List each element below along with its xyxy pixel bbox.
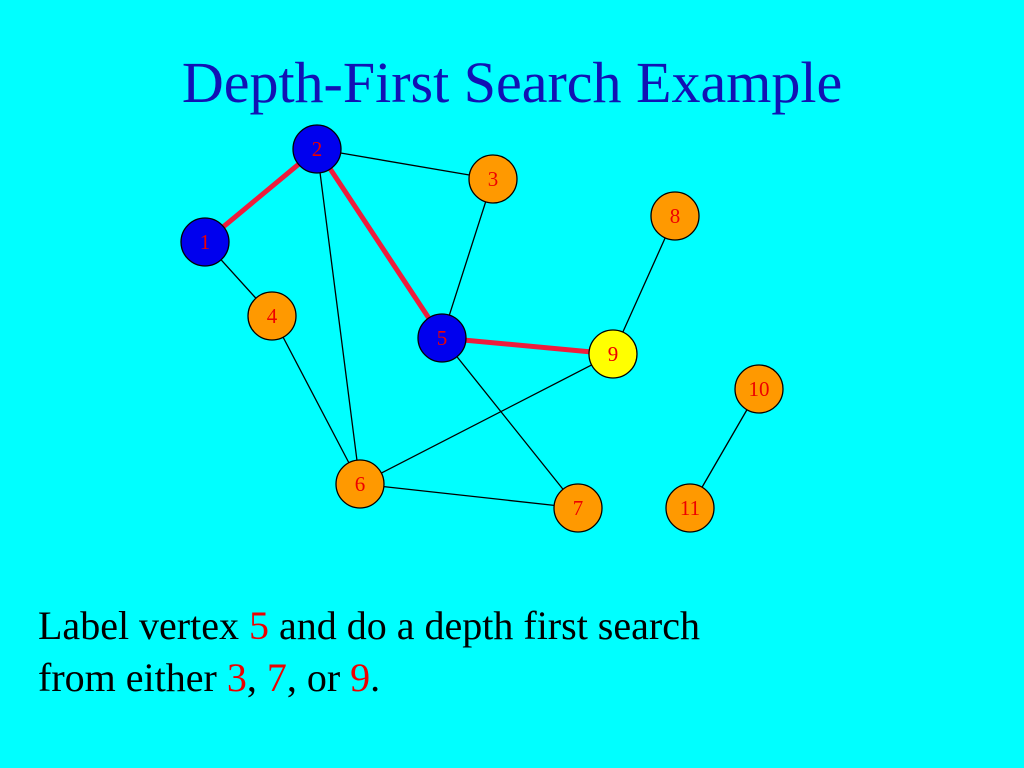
vertex-1: 1	[180, 217, 230, 267]
vertex-circle	[335, 459, 385, 509]
caption-text: Label vertex	[38, 603, 249, 648]
edge-6-9	[380, 364, 593, 474]
vertex-circle	[588, 329, 638, 379]
edge-3-5	[448, 201, 487, 316]
caption-vertex-3: 3	[226, 655, 247, 700]
vertex-2: 2	[292, 124, 342, 174]
vertex-circle	[247, 291, 297, 341]
vertex-circle	[292, 124, 342, 174]
caption-line-2: from either 3, 7, or 9.	[38, 652, 700, 704]
caption-text: and do a depth first search	[269, 603, 700, 648]
vertex-label: 5	[437, 326, 448, 350]
edge-1-4	[220, 259, 257, 299]
caption: Label vertex 5 and do a depth first sear…	[38, 600, 700, 704]
caption-text: ,	[246, 655, 267, 700]
vertex-label: 9	[608, 342, 619, 366]
vertex-5: 5	[417, 313, 467, 363]
vertex-10: 10	[734, 364, 784, 414]
slide-title: Depth-First Search Example	[181, 50, 843, 115]
edge-1-2	[220, 161, 302, 230]
caption-text: .	[370, 655, 381, 700]
edge-2-6	[319, 172, 358, 461]
edge-8-9	[622, 237, 666, 333]
vertex-circle	[734, 364, 784, 414]
vertex-label: 10	[749, 377, 770, 401]
vertex-8: 8	[650, 191, 700, 241]
vertex-11: 11	[665, 483, 715, 533]
caption-line-1: Label vertex 5 and do a depth first sear…	[38, 600, 700, 652]
nodes-layer: 1 2 3 4 5 6 7 8 9 10 11	[180, 124, 784, 533]
edge-10-11	[701, 409, 748, 488]
vertex-circle	[417, 313, 467, 363]
vertex-7: 7	[553, 483, 603, 533]
vertex-6: 6	[335, 459, 385, 509]
vertex-3: 3	[468, 154, 518, 204]
vertex-label: 4	[267, 304, 278, 328]
vertex-circle	[650, 191, 700, 241]
vertex-label: 1	[200, 230, 211, 254]
vertex-9: 9	[588, 329, 638, 379]
vertex-label: 8	[670, 204, 681, 228]
edges-layer	[220, 152, 748, 507]
vertex-label: 6	[355, 472, 366, 496]
vertex-label: 2	[312, 137, 323, 161]
vertex-label: 11	[680, 496, 700, 520]
vertex-circle	[553, 483, 603, 533]
caption-vertex-5: 5	[249, 603, 269, 648]
edge-5-9	[463, 337, 592, 355]
caption-vertex-7: 7	[266, 655, 287, 700]
edge-4-6	[282, 336, 350, 464]
edge-6-7	[383, 485, 555, 507]
vertex-label: 3	[488, 167, 499, 191]
caption-vertex-9: 9	[350, 655, 371, 700]
edge-5-7	[456, 356, 564, 490]
vertex-4: 4	[247, 291, 297, 341]
vertex-label: 7	[573, 496, 584, 520]
edge-2-3	[340, 152, 470, 176]
vertex-circle	[665, 483, 715, 533]
vertex-circle	[180, 217, 230, 267]
caption-text: from either	[38, 655, 227, 700]
edge-2-5	[327, 166, 432, 321]
vertex-circle	[468, 154, 518, 204]
caption-text: , or	[286, 655, 351, 700]
